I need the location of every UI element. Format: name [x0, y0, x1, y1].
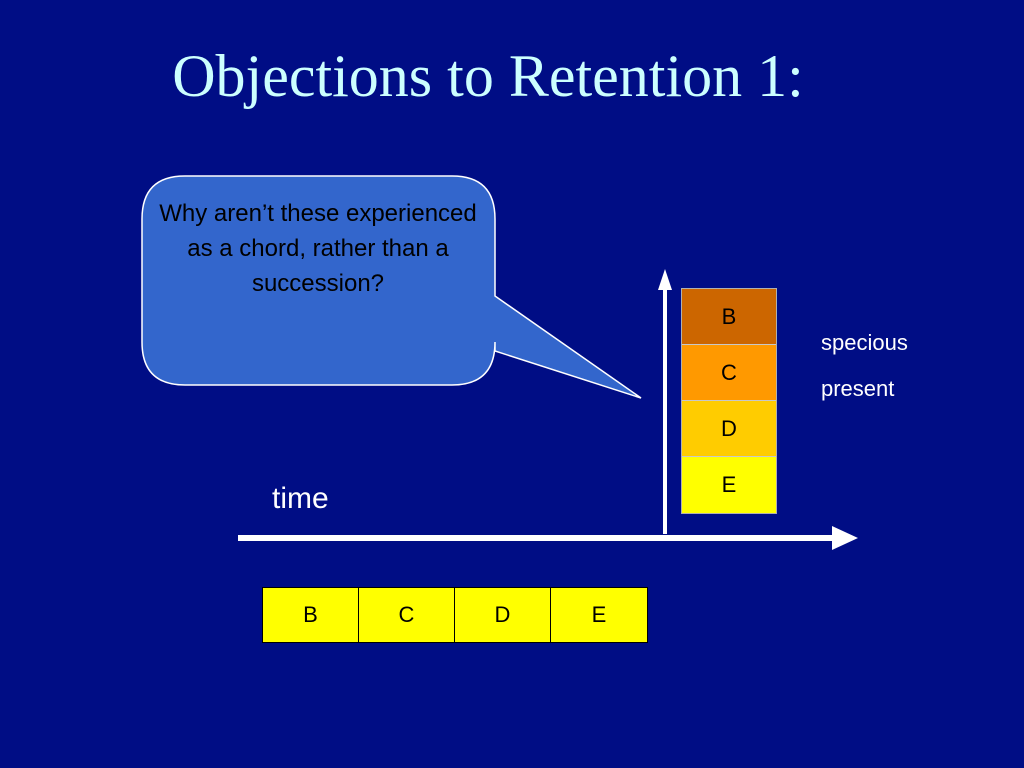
present-word: present	[821, 376, 895, 401]
time-axis-arrowhead	[832, 526, 858, 550]
specious-word: specious	[821, 330, 908, 355]
stack-cell-d: D	[682, 401, 776, 457]
stack-cell-e: E	[682, 457, 776, 513]
succession-row: B C D E	[262, 587, 648, 643]
bubble-text: Why aren’t these experienced as a chord,…	[159, 200, 477, 297]
stack-cell-c: C	[682, 345, 776, 401]
speech-bubble	[141, 175, 642, 399]
vertical-axis-arrowhead	[658, 269, 672, 290]
specious-present-stack: B C D E	[681, 288, 777, 514]
row-cell-d: D	[455, 588, 551, 642]
slide-title: Objections to Retention 1:	[172, 43, 804, 109]
stack-cell-b: B	[682, 289, 776, 345]
time-label: time	[272, 482, 329, 515]
row-cell-e: E	[551, 588, 647, 642]
specious-present-label: specious present	[821, 320, 908, 412]
row-cell-b: B	[263, 588, 359, 642]
row-cell-c: C	[359, 588, 455, 642]
